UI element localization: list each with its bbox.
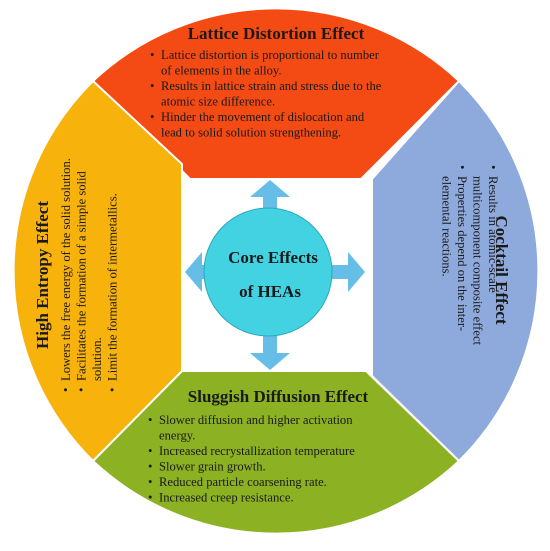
sluggish-bullet-1-line-0: Increased recrystallization temperature <box>159 444 355 458</box>
core-title-line2: of HEAs <box>239 282 301 301</box>
sluggish-bullet-marker: • <box>148 491 152 505</box>
sluggish-bullet-marker: • <box>148 475 152 489</box>
lattice-distortion-segment <box>91 7 461 180</box>
entropy-bullet-marker: • <box>106 388 120 392</box>
entropy-bullet-2-line-0: Limit the formation of intermetallics. <box>106 193 120 381</box>
high-entropy-segment <box>12 79 183 463</box>
core-title-line1: Core Effects <box>228 248 318 267</box>
sluggish-bullet-marker: • <box>148 460 152 474</box>
lattice-bullet-marker: • <box>150 79 154 93</box>
arrow-head-right <box>348 252 365 292</box>
entropy-bullet-marker: • <box>59 388 73 392</box>
entropy-bullet-0-line-0: Lowers the free energy of the solid solu… <box>59 158 73 381</box>
cocktail-bullet-1-line-1: elemental reactions. <box>440 176 454 277</box>
lattice-bullet-2-line-0: Hinder the movement of dislocation and <box>161 110 365 124</box>
sluggish-bullet-0-line-1: energy. <box>159 429 195 443</box>
cocktail-bullet-1-line-0: Properties depend on the inter- <box>455 176 469 331</box>
sluggish-bullet-3-line-0: Reduced particle coarsening rate. <box>159 475 327 489</box>
lattice-bullet-1-line-0: Results in lattice strain and stress due… <box>161 79 382 93</box>
sluggish-bullet-2-line-0: Slower grain growth. <box>159 460 266 474</box>
cocktail-bullet-0-line-1: multicomponent composite effect <box>471 176 485 346</box>
core-circle <box>203 207 333 337</box>
sluggish-bullet-0-line-0: Slower diffusion and higher activation <box>159 413 353 427</box>
lattice-title: Lattice Distortion Effect <box>188 24 365 43</box>
arrow-head-down <box>250 353 290 370</box>
entropy-bullet-1-line-1: solution. <box>90 337 104 381</box>
cocktail-bullet-0-line-0: Results in atomic-scale <box>486 176 500 293</box>
sluggish-bullet-marker: • <box>148 444 152 458</box>
cocktail-segment <box>371 79 540 463</box>
arrow-head-up <box>250 180 290 197</box>
entropy-bullets: • Lowers the free energy of the solid sol… <box>59 158 120 392</box>
lattice-bullet-0-line-1: of elements in the alloy. <box>161 64 282 78</box>
sluggish-title: Sluggish Diffusion Effect <box>188 387 369 406</box>
lattice-bullet-0-line-0: Lattice distortion is proportional to nu… <box>161 48 380 62</box>
sluggish-bullets: • Slower diffusion and higher activation e… <box>148 413 355 505</box>
cocktail-bullet-marker: • <box>455 165 469 169</box>
cocktail-bullet-marker: • <box>486 165 500 169</box>
lattice-bullet-marker: • <box>150 110 154 124</box>
entropy-bullet-marker: • <box>75 388 89 392</box>
lattice-bullet-marker: • <box>150 48 154 62</box>
sluggish-bullet-marker: • <box>148 413 152 427</box>
cocktail-text-group: Cocktail Effect <box>492 215 511 324</box>
cocktail-title: Cocktail Effect <box>492 215 511 324</box>
entropy-title: High Entropy Effect <box>33 201 52 349</box>
lattice-bullet-2-line-1: lead to solid solution strengthening. <box>161 126 341 140</box>
entropy-bullet-1-line-0: Facilitates the formation of a simple so… <box>75 170 89 381</box>
arrow-head-left <box>185 252 202 292</box>
entropy-title-group: High Entropy Effect <box>33 201 52 349</box>
lattice-bullet-1-line-1: atomic size difference. <box>161 95 275 109</box>
sluggish-bullet-4-line-0: Increased creep resistance. <box>159 491 294 505</box>
sluggish-diffusion-segment <box>91 370 461 535</box>
lattice-bullets: • Lattice distortion is proportional to n… <box>150 48 382 140</box>
